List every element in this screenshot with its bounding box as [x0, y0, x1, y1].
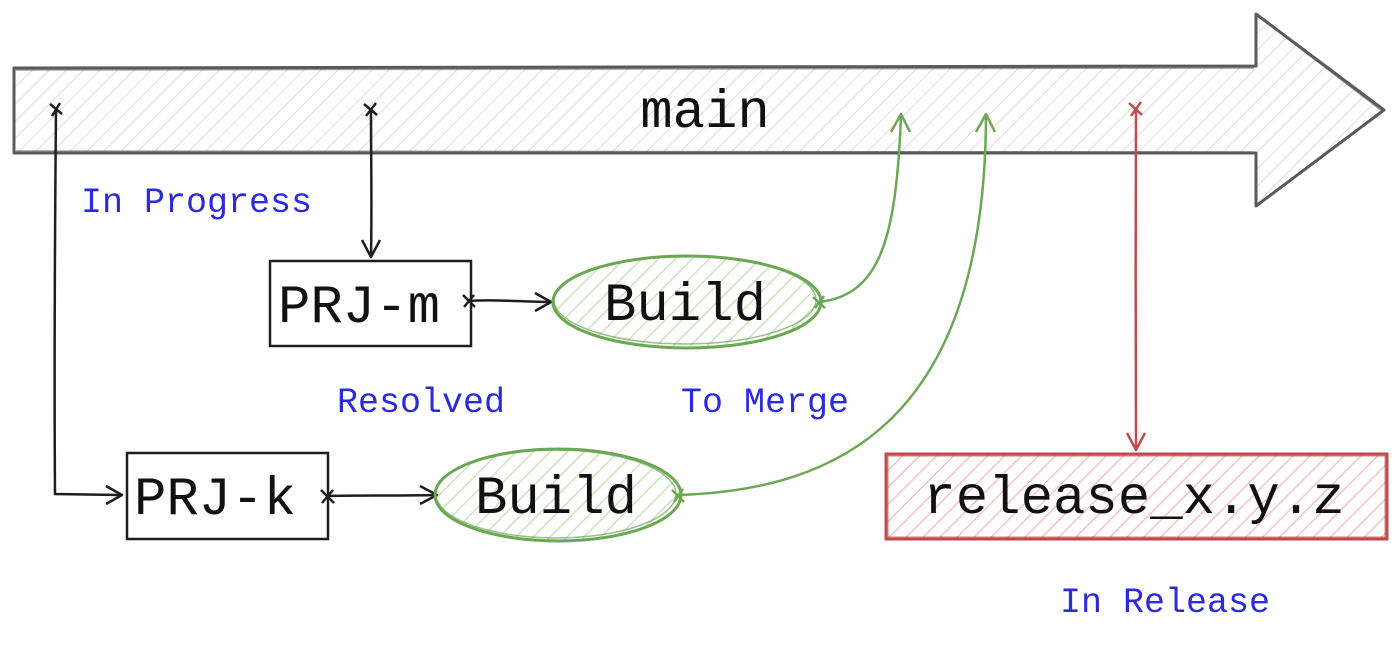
- connector-prj-m-to-build: [462, 291, 553, 313]
- connector-prj-k-to-build: [320, 484, 439, 506]
- connector-build-prj-k-to-main: [671, 112, 997, 503]
- release-branch-label: release_x.y.z: [923, 469, 1344, 530]
- connector-build-prj-m-to-main: [812, 112, 912, 309]
- connector-main-to-release: [1125, 101, 1147, 452]
- status-in-progress: In Progress: [81, 183, 312, 223]
- connector-main-to-prj-k: [49, 102, 124, 506]
- status-to-merge: To Merge: [681, 383, 849, 423]
- build-prj-k-label: Build: [475, 469, 637, 530]
- release-branch-box: release_x.y.z: [884, 452, 1389, 541]
- ticket-prj-k: PRJ-k: [125, 451, 330, 541]
- main-branch-arrow: main: [12, 12, 1386, 208]
- status-in-release: In Release: [1060, 583, 1270, 623]
- ticket-prj-m-label: PRJ-m: [278, 278, 440, 339]
- ticket-prj-m: PRJ-m: [268, 259, 473, 348]
- build-prj-m: Build: [551, 254, 823, 350]
- ticket-prj-k-label: PRJ-k: [134, 470, 296, 531]
- connector-main-to-prj-m: [360, 102, 382, 259]
- main-branch-label: main: [640, 83, 770, 144]
- build-prj-m-label: Build: [604, 276, 766, 337]
- status-resolved: Resolved: [337, 383, 505, 423]
- build-prj-k: Build: [433, 447, 683, 543]
